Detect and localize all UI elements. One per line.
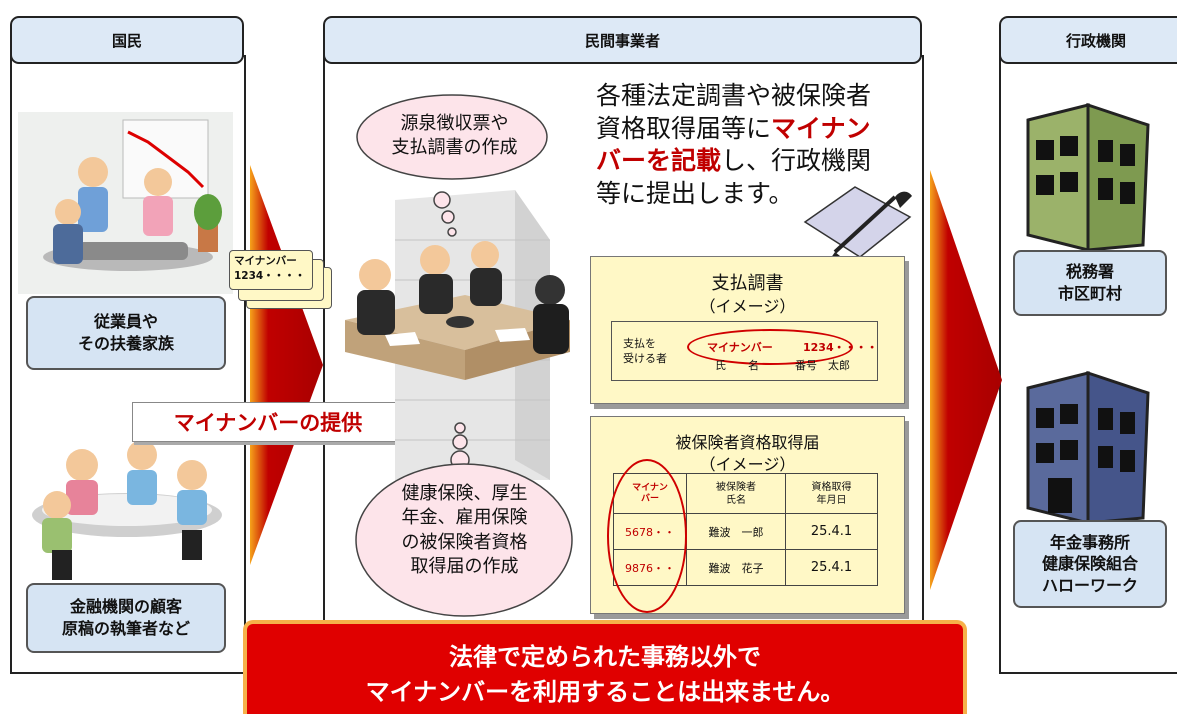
warning-banner: 法律で定められた事務以外で マイナンバーを利用することは出来ません。	[243, 620, 967, 714]
citizens-header: 国民	[10, 16, 244, 64]
payment-row-box	[611, 321, 878, 381]
tax-office-building-icon	[1026, 102, 1150, 250]
insurance-doc: 被保険者資格取得届 （イメージ） マイナン バー 被保険者 氏名 資格取得 年月…	[590, 416, 905, 614]
cloud-top-text: 源泉徴収票や 支払調書の作成	[391, 113, 518, 159]
cloud-bottom-text: 健康保険、厚生 年金、雇用保険 の被保険者資格 取得届の作成	[401, 483, 528, 577]
pension-office-box: 年金事務所 健康保険組合 ハローワーク	[1013, 520, 1167, 608]
table-cell: 難波 一郎	[686, 513, 786, 550]
bank-meeting-illustration	[32, 440, 222, 580]
government-header: 行政機関	[999, 16, 1177, 64]
employees-box: 従業員や その扶養家族	[26, 296, 226, 370]
pen-paper-icon	[803, 186, 912, 262]
doc-title: 支払調書	[711, 273, 784, 294]
mynumber-card: マイナンバー 1234・・・・	[229, 250, 313, 290]
arrow-right-icon	[250, 165, 323, 565]
payment-row-label: 支払を 受ける者	[623, 337, 667, 365]
meeting-illustration	[18, 112, 233, 294]
mynumber-highlight-ellipse	[687, 329, 853, 365]
payment-report-doc: 支払調書 （イメージ） 支払を 受ける者 マイナンバー 1234・・・・ 氏 名…	[590, 256, 905, 404]
payment-name-label: 氏 名	[715, 359, 759, 372]
mynumber-column-ellipse	[607, 459, 687, 613]
table-cell: 25.4.1	[785, 549, 878, 586]
businesses-header: 民間事業者	[323, 16, 922, 64]
arrow-right-icon-2	[930, 170, 1002, 590]
payment-mynumber-value: 1234・・・・	[803, 341, 878, 354]
payment-mynumber-label: マイナンバー	[707, 341, 773, 354]
office-meeting-illustration	[345, 190, 570, 480]
doc-subtitle: （イメージ）	[699, 297, 796, 316]
table-cell: 25.4.1	[785, 513, 878, 550]
pension-office-building-icon	[1026, 370, 1150, 523]
payment-name-value: 番号 太郎	[795, 359, 850, 372]
provide-mynumber-label: マイナンバーの提供	[132, 402, 404, 442]
col-header-name: 被保険者 氏名	[686, 473, 786, 514]
thought-cloud-top	[356, 94, 548, 237]
tax-office-box: 税務署 市区町村	[1013, 250, 1167, 316]
customers-box: 金融機関の顧客 原稿の執筆者など	[26, 583, 226, 653]
thought-cloud-bottom	[355, 422, 573, 617]
table-cell: 難波 花子	[686, 549, 786, 586]
business-description: 各種法定調書や被保険者 資格取得届等にマイナン バーを記載し、行政機関 等に提出…	[596, 81, 872, 208]
col-header-date: 資格取得 年月日	[785, 473, 878, 514]
insurance-doc-subtitle: （イメージ）	[699, 455, 796, 474]
insurance-doc-title: 被保険者資格取得届	[675, 433, 820, 452]
